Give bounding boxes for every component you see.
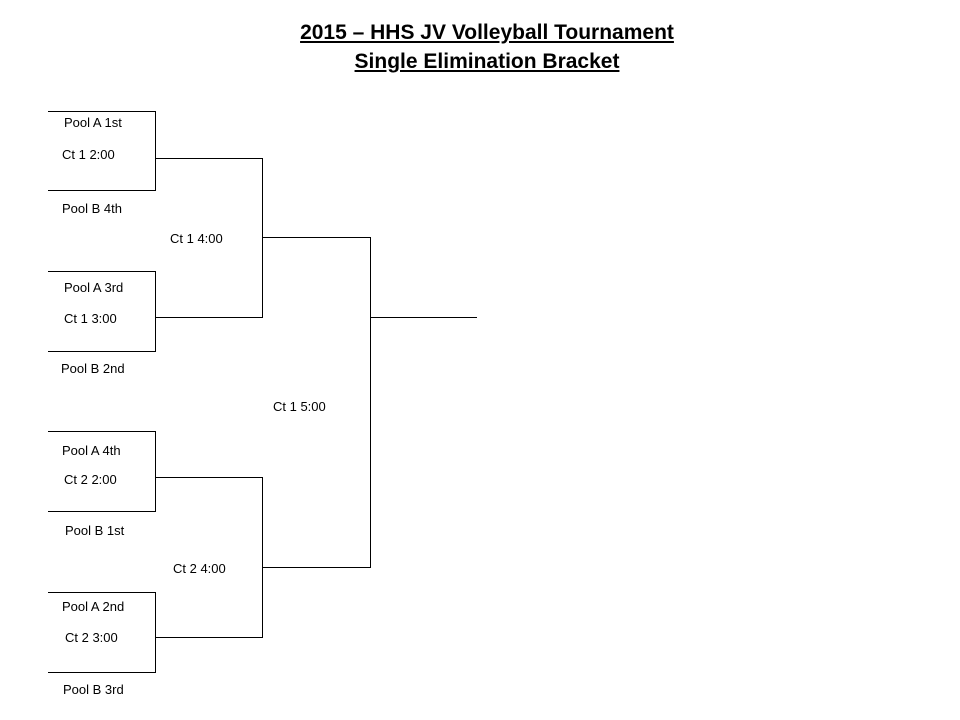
r2-m1-out-line (262, 237, 370, 238)
r1-m1-bottom-line (48, 190, 156, 191)
r1-m4-connector (155, 592, 156, 673)
r2-m2-match: Ct 2 4:00 (173, 561, 226, 576)
r1-m4-out-line (155, 637, 262, 638)
r1-m1-top-line (48, 111, 155, 112)
r1-m3-out-line (155, 477, 262, 478)
r1-m4-bottom-line (48, 672, 156, 673)
champion-line (370, 317, 477, 318)
r1-m3-top-team: Pool A 4th (62, 443, 121, 458)
bracket-subtitle: Single Elimination Bracket (354, 50, 620, 73)
r2-m1-match: Ct 1 4:00 (170, 231, 223, 246)
r1-m2-bottom-line (48, 351, 156, 352)
final-match: Ct 1 5:00 (273, 399, 326, 414)
r1-m3-bottom-team: Pool B 1st (65, 523, 125, 538)
r1-m1-bottom-team: Pool B 4th (62, 201, 122, 216)
r1-m4-top-team: Pool A 2nd (62, 599, 125, 614)
r1-m1-match: Ct 1 2:00 (62, 147, 115, 162)
r1-m3-bottom-line (48, 511, 156, 512)
r1-m1-top-team: Pool A 1st (64, 115, 122, 130)
r1-m2-top-line (48, 271, 155, 272)
r1-m3-top-line (48, 431, 155, 432)
r1-m1-out-line (155, 158, 262, 159)
r1-m2-out-line (155, 317, 262, 318)
r1-m1-connector (155, 111, 156, 191)
r2-m2-out-line (262, 567, 370, 568)
r1-m4-match: Ct 2 3:00 (65, 630, 118, 645)
r1-m2-bottom-team: Pool B 2nd (61, 361, 125, 376)
bracket-title: 2015 – HHS JV Volleyball Tournament (300, 21, 674, 44)
r1-m3-connector (155, 431, 156, 512)
r1-m2-top-team: Pool A 3rd (64, 280, 124, 295)
r1-m3-match: Ct 2 2:00 (64, 472, 117, 487)
r2-m2-connector (262, 477, 263, 638)
r1-m2-connector (155, 271, 156, 352)
final-connector (370, 237, 371, 568)
r1-m4-top-line (48, 592, 155, 593)
r2-m1-connector (262, 158, 263, 318)
r1-m4-bottom-team: Pool B 3rd (63, 682, 124, 697)
r1-m2-match: Ct 1 3:00 (64, 311, 117, 326)
